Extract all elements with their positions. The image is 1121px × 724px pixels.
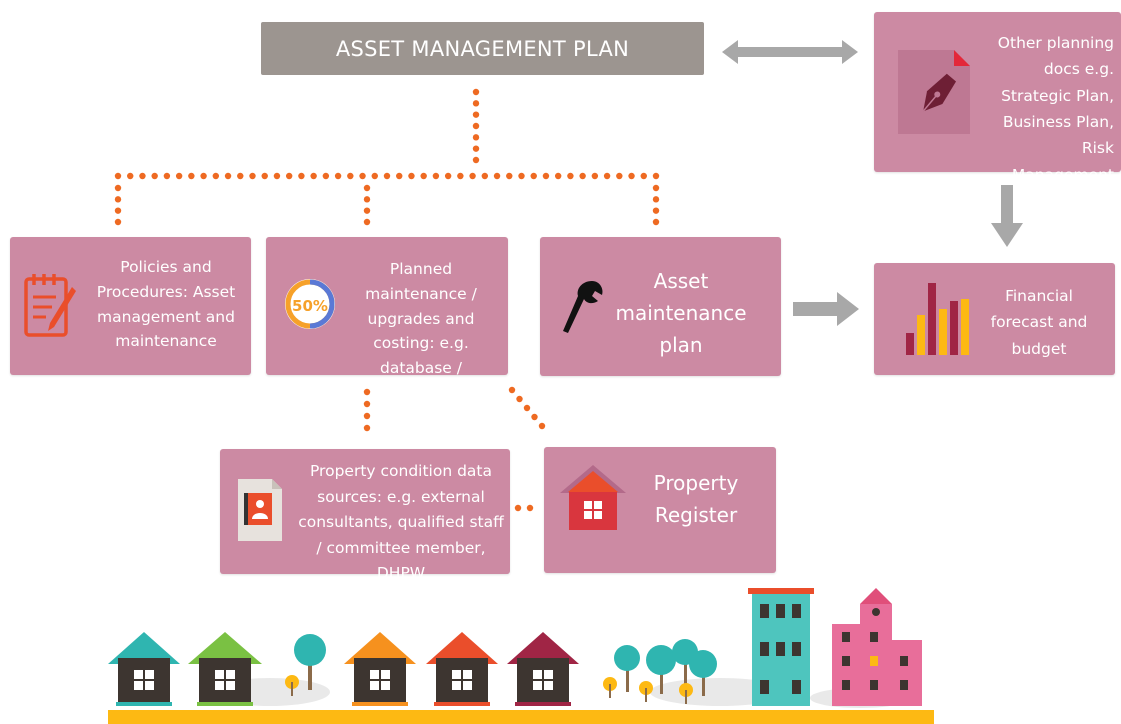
- house-maroon: [507, 632, 579, 706]
- property-condition-box: Property condition data sources: e.g. ex…: [220, 449, 510, 582]
- percent-donut-icon: 50%: [285, 279, 335, 329]
- page-title: ASSET MANAGEMENT PLAN: [261, 22, 704, 75]
- tree: [285, 634, 326, 696]
- neighbourhood-illustration: [108, 588, 934, 724]
- bar-chart-icon: [906, 283, 969, 355]
- asset-maintenance-text: Asset maintenance plan: [615, 269, 747, 357]
- house-icon: [560, 465, 626, 530]
- down-arrow: [991, 185, 1023, 247]
- house-green: [188, 632, 262, 706]
- house-teal: [108, 632, 180, 706]
- property-condition-text: Property condition data sources: e.g. ex…: [298, 462, 504, 583]
- tree-cluster: [603, 639, 717, 704]
- double-arrow: [722, 40, 858, 64]
- other-planning-text: Other planning docs e.g. Strategic Plan,…: [997, 34, 1114, 211]
- asset-maintenance-box: Asset maintenance plan: [540, 237, 781, 376]
- policies-box: Policies and Procedures: Asset managemen…: [10, 237, 251, 375]
- property-register-box: Property Register: [544, 447, 776, 573]
- notepad-pencil-icon: [24, 274, 76, 337]
- policies-text: Policies and Procedures: Asset managemen…: [96, 258, 236, 351]
- planned-maintenance-box: 50% Planned maintenance / upgrades and c…: [266, 237, 508, 402]
- percent-label: 50%: [292, 297, 328, 315]
- building-teal: [748, 588, 814, 706]
- house-orange: [344, 632, 416, 706]
- wrench-icon: [563, 281, 603, 333]
- financial-forecast-text: Financial forecast and budget: [990, 287, 1088, 358]
- financial-forecast-box: Financial forecast and budget: [874, 263, 1115, 375]
- pen-nib-icon: [898, 50, 970, 134]
- building-pink: [832, 588, 922, 706]
- right-arrow: [793, 292, 859, 326]
- house-red: [426, 632, 498, 706]
- address-book-icon: [238, 479, 282, 541]
- property-register-text: Property Register: [653, 471, 739, 527]
- other-planning-box: Other planning docs e.g. Strategic Plan,…: [874, 12, 1121, 210]
- planned-maintenance-text: Planned maintenance / upgrades and costi…: [365, 260, 477, 402]
